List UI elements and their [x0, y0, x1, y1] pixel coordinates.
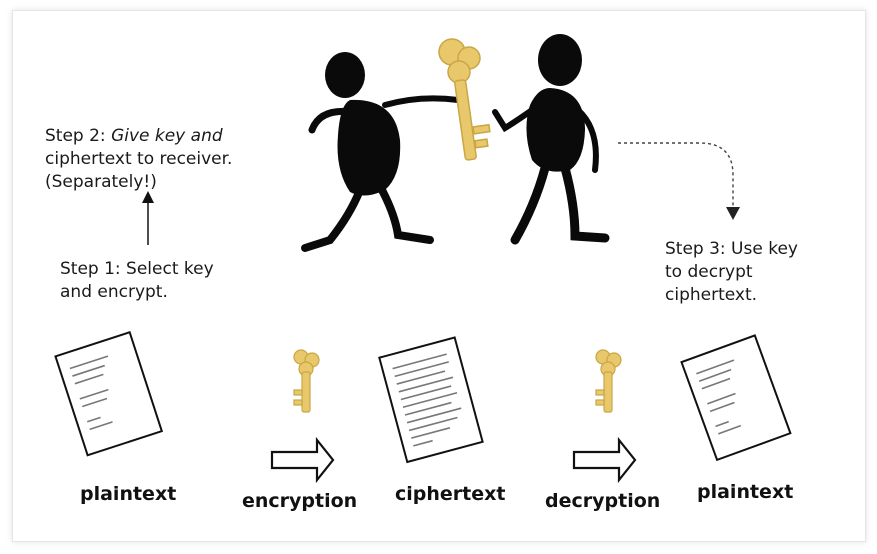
- document-icon: [680, 334, 792, 462]
- key-icon: [438, 38, 491, 161]
- step-2-note: Step 2: Give key and ciphertext to recei…: [45, 102, 315, 217]
- right-arrow-icon: [572, 436, 637, 484]
- step-2-rest: ciphertext to receiver. (Separately!): [45, 149, 233, 192]
- label-plaintext-right: plaintext: [697, 481, 794, 503]
- label-encryption: encryption: [242, 490, 358, 512]
- stick-figure-icon: [301, 52, 461, 252]
- dotted-arrow-head: [726, 207, 740, 220]
- label-ciphertext: ciphertext: [395, 483, 506, 505]
- step-2-prefix: Step 2:: [45, 126, 112, 146]
- label-decryption: decryption: [545, 490, 661, 512]
- step-2-italic: Give key and: [111, 126, 223, 146]
- dotted-arrow-line: [618, 142, 734, 208]
- label-plaintext-left: plaintext: [80, 483, 177, 505]
- up-arrow-head: [142, 191, 154, 203]
- step-1-note: Step 1: Select key and encrypt.: [60, 259, 214, 302]
- document-icon: [54, 330, 164, 457]
- document-icon: [378, 336, 484, 464]
- key-icon: [595, 349, 622, 413]
- key-icon: [293, 349, 320, 413]
- step-3-note: Step 3: Use key to decrypt ciphertext.: [665, 239, 798, 305]
- stick-figure-icon: [492, 34, 610, 245]
- right-arrow-icon: [270, 436, 335, 484]
